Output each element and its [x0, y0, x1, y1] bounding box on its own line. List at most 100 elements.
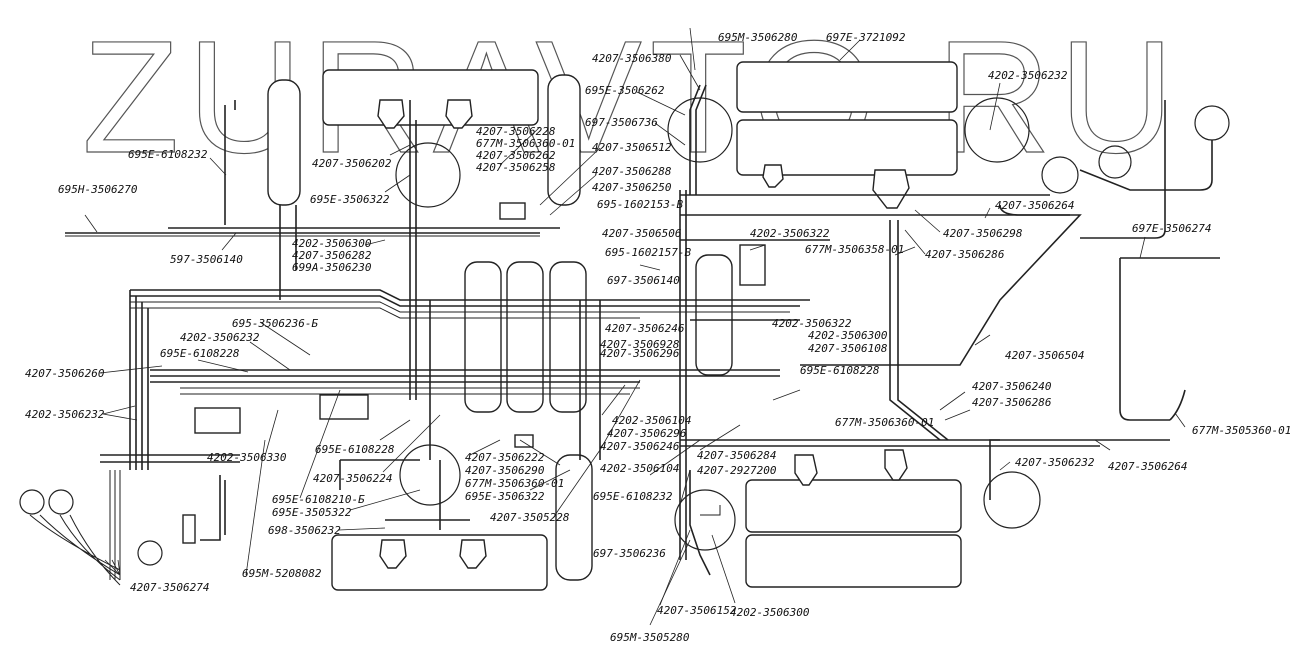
part-label: 4202-3506322	[750, 227, 830, 240]
part-label: 695E-6108228	[800, 364, 880, 377]
part-label: 4207-3506232	[1015, 456, 1095, 469]
part-label: 4202-3506104	[612, 414, 691, 427]
part-label: 697E-3506274	[1132, 222, 1211, 235]
part-label: 4207-3506246	[600, 440, 680, 453]
small-valve	[514, 434, 534, 448]
part-label: 4207-3506512	[592, 141, 672, 154]
small-reservoir-1	[1098, 145, 1132, 179]
distribution-block	[499, 202, 526, 220]
part-label: 4207-3506260	[25, 367, 105, 380]
part-label: 695-3506236-Б	[232, 317, 318, 330]
part-label: 677M-3506358-01	[805, 243, 904, 256]
part-label: 4207-3506928	[600, 338, 680, 351]
part-label: 695M-5208082	[242, 567, 322, 580]
round-reservoir-5	[674, 489, 736, 551]
part-label: 4207-3506264	[1108, 460, 1187, 473]
part-label: 4207-3506286	[972, 396, 1052, 409]
small-reservoir-3	[1041, 156, 1079, 194]
part-label: 4207-2927200	[697, 464, 777, 477]
part-label: 4207-3506228	[476, 125, 556, 138]
part-label: 4207-3505228	[490, 511, 570, 524]
pressure-gauge-1	[19, 489, 45, 515]
brake-chamber-1	[794, 454, 818, 486]
small-reservoir-2	[1194, 105, 1230, 141]
pressure-gauge-2	[48, 489, 74, 515]
part-label: 695E-6108232	[128, 148, 208, 161]
horizontal-tank-top-left	[322, 69, 539, 126]
part-label: 4207-3506246	[605, 322, 685, 335]
horizontal-tank-bottom-right-2	[745, 534, 962, 588]
horizontal-tank-bottom-right-1	[745, 479, 962, 533]
part-labels: 695E-6108232 695H-3506270 597-3506140 42…	[25, 31, 1291, 644]
part-label: 597-3506140	[170, 253, 243, 266]
part-label: 4202-3506104	[600, 462, 679, 475]
part-label: 4207-3506222	[465, 451, 545, 464]
vertical-tank-bottom	[555, 454, 593, 581]
part-label: 4207-3506296	[607, 427, 687, 440]
leader-lines	[84, 27, 1186, 626]
part-label: 695H-3506270	[58, 183, 138, 196]
horizontal-tank-top-right-2	[736, 119, 958, 176]
part-label: 677M-3505360-01	[1192, 424, 1291, 437]
vertical-tank-center	[547, 74, 581, 206]
part-label: 4207-3506274	[130, 581, 209, 594]
part-label: 677M-3506360-01	[835, 416, 934, 429]
part-label: 4207-3506262	[476, 149, 556, 162]
part-label: 4207-3506284	[697, 449, 776, 462]
part-label: 4202-3506300	[808, 329, 888, 342]
part-label: 4207-3506380	[592, 52, 672, 65]
part-label: 4207-3506240	[972, 380, 1052, 393]
part-label: 4207-3506290	[465, 464, 545, 477]
part-label: 695E-6108228	[315, 443, 395, 456]
cylinder-tank-4	[695, 254, 733, 376]
part-label: 4207-3506258	[476, 161, 556, 174]
part-label: 4202-3506322	[772, 317, 852, 330]
part-label: 4207-3506296	[600, 347, 680, 360]
brake-chamber-3	[872, 169, 910, 209]
brake-chamber-6	[459, 539, 487, 569]
part-label: 695E-6108210-Б	[272, 493, 365, 506]
part-label: 4202-3506300	[730, 606, 810, 619]
watermark-text: ZURAVTO.RU	[82, 7, 1182, 186]
part-label: 699A-3506230	[292, 261, 372, 274]
brake-valve	[182, 514, 196, 544]
part-label: 695E-3506322	[310, 193, 390, 206]
part-label: 4207-3506504	[1005, 349, 1084, 362]
part-label: 695-1602157-B	[605, 246, 691, 259]
part-label: 4207-3506224	[313, 472, 392, 485]
vertical-tank-left	[267, 79, 301, 206]
part-label: 697E-3721092	[826, 31, 906, 44]
pipes	[29, 84, 1220, 586]
part-label: 4207-3506108	[808, 342, 888, 355]
part-label: 4207-3506506	[602, 227, 682, 240]
part-label: 697-3506736	[585, 116, 658, 129]
part-label: 697-3506140	[607, 274, 680, 287]
part-label: 677M-3506360-01	[476, 137, 575, 150]
part-label: 4207-3506264	[995, 199, 1074, 212]
part-label: 4207-3506286	[925, 248, 1005, 261]
part-label: 695E-3505322	[272, 506, 352, 519]
part-label: 4202-3506232	[988, 69, 1068, 82]
cylinder-tank-2	[506, 261, 544, 413]
brake-chamber-5	[379, 539, 407, 569]
round-reservoir-1	[395, 142, 461, 208]
brake-chamber-8	[445, 99, 473, 129]
part-label: 4202-3506232	[25, 408, 105, 421]
part-label: 695E-6108228	[160, 347, 240, 360]
part-label: 4202-3506330	[207, 451, 287, 464]
horizontal-tank-top-right-1	[736, 61, 958, 113]
part-label: 4207-3506288	[592, 165, 672, 178]
part-label: 4207-3506250	[592, 181, 672, 194]
part-label: 4207-3506298	[943, 227, 1023, 240]
valve-block-right	[739, 244, 766, 286]
part-label: 4207-3506152	[657, 604, 737, 617]
part-label: 698-3506232	[268, 524, 341, 537]
valve-block-left	[194, 407, 241, 434]
horizontal-tank-bottom-left	[331, 534, 548, 591]
brake-chamber-2	[884, 449, 908, 481]
part-label: 4207-3506202	[312, 157, 392, 170]
part-label: 677M-3506360-01	[465, 477, 564, 490]
part-label: 4207-3506282	[292, 249, 372, 262]
part-label: 695M-3505280	[610, 631, 690, 644]
